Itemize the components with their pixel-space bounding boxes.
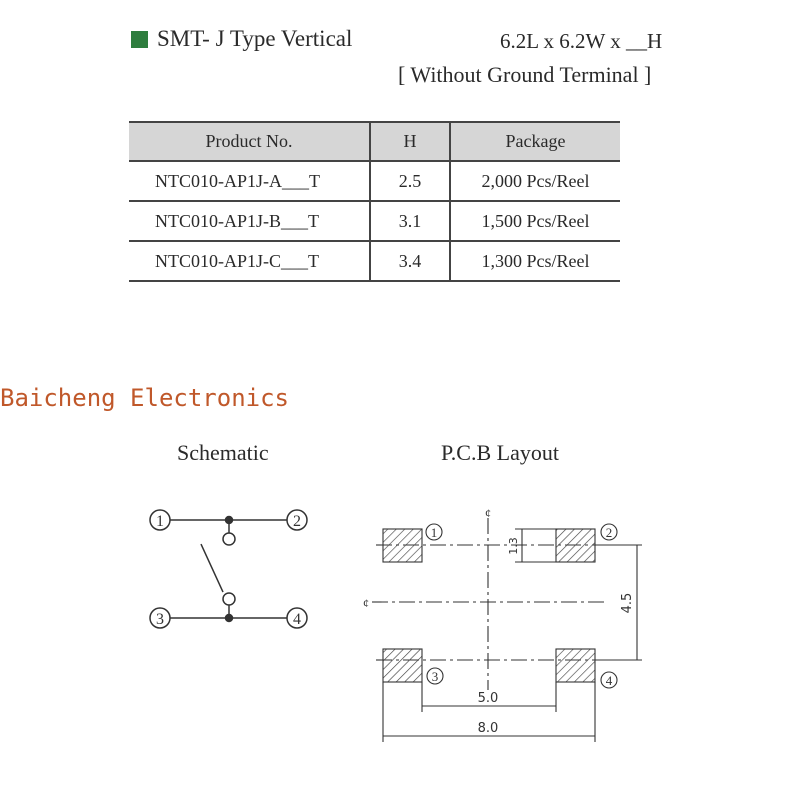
product-number-cell: NTC010-AP1J-B___T <box>129 201 370 242</box>
schematic-pin-4: 4 <box>286 607 308 629</box>
dimension-label: 6.2L x 6.2W x __H <box>500 29 663 53</box>
schematic-pin-3: 3 <box>149 607 171 629</box>
dimension-value: 5.0 <box>478 691 499 706</box>
pin-label: 1 <box>156 513 164 530</box>
pcb-pin-3: 3 <box>426 667 444 685</box>
column-header-product: Product No. <box>129 121 370 162</box>
dimension-inner-width: 5.0 <box>421 682 557 712</box>
pin-label: 1 <box>431 525 438 540</box>
pin-label: 3 <box>432 669 439 684</box>
pin-label: 4 <box>606 673 613 688</box>
pcb-layout-title: P.C.B Layout <box>441 440 559 465</box>
pad-3 <box>382 648 423 683</box>
dimension-pad-height: 1.3 <box>507 528 556 563</box>
dimension-value: 8.0 <box>478 721 499 736</box>
dimension-value: 1.3 <box>507 537 520 555</box>
pin-label: 2 <box>293 513 301 530</box>
schematic-diagram: 1 2 3 4 <box>149 509 308 629</box>
schematic-contact-top <box>222 532 236 546</box>
table-row: NTC010-AP1J-B___T 3.1 1,500 Pcs/Reel <box>129 201 620 242</box>
pad-1 <box>382 528 423 563</box>
column-header-h: H <box>369 121 450 162</box>
table-row: NTC010-AP1J-C___T 3.4 1,300 Pcs/Reel <box>129 241 620 282</box>
package-cell: 2,000 Pcs/Reel <box>449 161 620 202</box>
column-header-package: Package <box>449 121 620 162</box>
pcb-pin-1: 1 <box>425 523 443 541</box>
pcb-pin-2: 2 <box>600 523 618 541</box>
height-cell: 3.4 <box>369 241 450 282</box>
brand-name: Baicheng Electronics <box>0 384 289 412</box>
page-subtitle: [ Without Ground Terminal ] <box>398 62 652 87</box>
dimension-value: 4.5 <box>620 593 635 614</box>
centerline-mark-horizontal: ¢ <box>363 596 369 610</box>
dimension-vertical-pitch: 4.5 <box>604 544 642 661</box>
height-cell: 2.5 <box>369 161 450 202</box>
schematic-pin-1: 1 <box>149 509 171 531</box>
schematic-title: Schematic <box>177 440 269 465</box>
schematic-pin-2: 2 <box>286 509 308 531</box>
pin-label: 4 <box>293 611 301 628</box>
title-bullet <box>131 31 148 48</box>
height-cell: 3.1 <box>369 201 450 242</box>
product-number-cell: NTC010-AP1J-C___T <box>129 241 370 282</box>
pad-4 <box>555 648 596 683</box>
dimension-outer-width: 8.0 <box>382 682 596 742</box>
pcb-pin-4: 4 <box>600 671 618 689</box>
package-cell: 1,500 Pcs/Reel <box>449 201 620 242</box>
pad-2 <box>555 528 596 563</box>
switch-lever <box>200 543 224 593</box>
schematic-contact-bottom <box>222 592 236 606</box>
centerline-mark-vertical: ¢ <box>485 506 491 520</box>
product-table: Product No. H Package NTC010-AP1J-A___T … <box>129 121 620 282</box>
package-cell: 1,300 Pcs/Reel <box>449 241 620 282</box>
product-number-cell: NTC010-AP1J-A___T <box>129 161 370 202</box>
page-title: SMT- J Type Vertical <box>157 26 353 51</box>
table-row: NTC010-AP1J-A___T 2.5 2,000 Pcs/Reel <box>129 161 620 202</box>
pin-label: 2 <box>606 525 613 540</box>
pcb-layout-diagram: ¢ ¢ 1 2 3 4 1.3 <box>363 506 642 742</box>
table-header-row: Product No. H Package <box>129 121 620 162</box>
pin-label: 3 <box>156 611 164 628</box>
